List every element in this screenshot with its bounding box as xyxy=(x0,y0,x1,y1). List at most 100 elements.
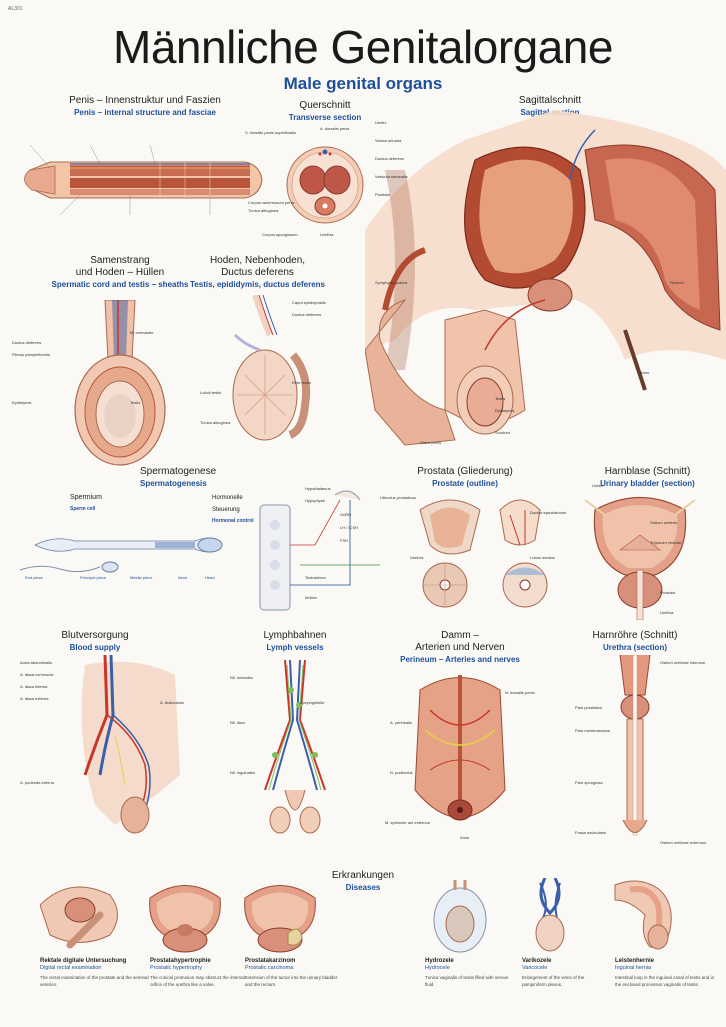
lymph-label-1: Nll. iliaci xyxy=(230,720,245,725)
disease-inguinal-hernia-illustration xyxy=(610,875,690,955)
urethra-label-0: Ostium urethrae internum xyxy=(660,660,706,665)
prostate-label-3: Lobus medius xyxy=(530,555,555,560)
disease-inguinal-hernia-title-en: Inguinal hernia xyxy=(615,965,652,971)
transverse-label-0: V. dorsalis penis superficialis xyxy=(245,130,296,135)
disease-prostatic-carcinoma-title-en: Prostatic carcinoma xyxy=(245,965,294,971)
blood-label-4: A. testicularis xyxy=(160,700,184,705)
lymph-vessels-illustration xyxy=(245,660,345,835)
bladder-label-2: Trigonum vesicae xyxy=(650,540,682,545)
section-lymph-title-en: Lymph vessels xyxy=(266,643,324,652)
transverse-label-4: Urethra xyxy=(320,232,334,237)
disease-inguinal-hernia-caption: Leistenhernie Inguinal hernia Intestinal… xyxy=(615,958,715,988)
section-perineum-title-de-1: Damm – xyxy=(441,630,479,641)
perineum-label-2: N. pudendus xyxy=(390,770,413,775)
section-penis-heading: Penis – Innenstruktur und Faszien Penis … xyxy=(40,95,250,118)
section-hormonal-title-en: Hormonal control xyxy=(212,518,254,524)
blood-label-5: A. pudenda interna xyxy=(20,780,54,785)
hormonal-label-6: Inhibin xyxy=(305,595,317,600)
sperm-label-1: Neck xyxy=(178,575,188,580)
prostate-label-0: Urethra xyxy=(410,555,424,560)
prostate-label-2: Utriculus prostaticus xyxy=(380,495,417,500)
bladder-label-4: Urethra xyxy=(660,610,674,615)
section-perineum-title-en: Perineum – Arteries and nerves xyxy=(400,655,520,664)
section-urethra-title-de: Harnröhre (Schnitt) xyxy=(592,630,678,641)
section-diseases-heading: Erkrankungen Diseases xyxy=(313,870,413,893)
blood-supply-illustration xyxy=(75,655,185,835)
hormonal-control-diagram xyxy=(240,485,410,620)
urethra-illustration xyxy=(615,655,655,840)
sagittal-section-illustration xyxy=(365,110,726,455)
lymph-label-0: Nll. lumbales xyxy=(230,675,253,680)
section-spermatic-cord-heading: Samenstrang und Hoden – Hüllen Spermatic… xyxy=(45,255,195,290)
sperm-label-3: Principal piece xyxy=(80,575,107,580)
section-lymph-heading: Lymphbahnen Lymph vessels xyxy=(240,630,350,653)
disease-varicocele-title-de: Varikozele xyxy=(522,958,552,964)
disease-prostatic-hypertrophy-caption: Prostatahypertrophie Prostatic hypertrop… xyxy=(150,958,250,988)
poster-code: AL301 xyxy=(8,6,23,12)
hormonal-label-5: Testosteron xyxy=(305,575,326,580)
hormonal-label-1: Hypophyse xyxy=(305,498,326,503)
section-blood-title-en: Blood supply xyxy=(69,643,121,652)
section-lymph-title-de: Lymphbahnen xyxy=(263,630,327,641)
section-testis-title-en: Testis, epididymis, ductus deferens xyxy=(190,280,325,289)
sagittal-label-0: Ureter xyxy=(375,120,387,125)
disease-varicocele-description: Enlargement of the veins of the pampinif… xyxy=(522,975,585,987)
disease-prostatic-carcinoma-description: Extension of the tumor into the urinary … xyxy=(245,975,338,987)
disease-rectal-exam-title-de: Rektale digitale Untersuchung xyxy=(40,958,127,964)
transverse-label-5: Corpus spongiosum xyxy=(262,232,298,237)
sagittal-label-10: Epididymis xyxy=(495,408,515,413)
disease-prostatic-hypertrophy-title-en: Prostatic hypertrophy xyxy=(150,965,202,971)
hormonal-label-2: GnRH xyxy=(340,512,352,517)
section-diseases-title-de: Erkrankungen xyxy=(331,870,395,881)
section-testis-title-de-1: Hoden, Nebenhoden, xyxy=(209,255,306,266)
disease-prostatic-carcinoma-illustration xyxy=(240,878,320,953)
urethra-label-2: Pars membranacea xyxy=(575,728,610,733)
spermatic-label-2: M. cremaster xyxy=(130,330,154,335)
perineum-label-1: A. perinealis xyxy=(390,720,413,725)
section-urethra-title-en: Urethra (section) xyxy=(602,643,667,652)
bladder-label-1: Ostium ureteris xyxy=(650,520,678,525)
section-diseases-title-en: Diseases xyxy=(345,883,381,892)
perineum-label-4: Anus xyxy=(460,835,470,840)
lymph-label-2: Nll. inguinales xyxy=(230,770,255,775)
hormonal-label-3: LH / ICSH xyxy=(340,525,359,530)
disease-hydrocele-illustration xyxy=(430,880,490,955)
urinary-bladder-illustration xyxy=(585,490,695,620)
testis-label-4: Rete testis xyxy=(292,380,311,385)
disease-hydrocele-title-en: Hydrocele xyxy=(425,965,450,971)
section-perineum-heading: Damm – Arterien und Nerven Perineum – Ar… xyxy=(400,630,520,665)
section-sperm-title-de: Spermium xyxy=(70,494,102,501)
section-prostate-title-de: Prostata (Gliederung) xyxy=(417,466,513,477)
urethra-label-5: Ostium urethrae externum xyxy=(660,840,707,845)
prostate-label-1: Ductus ejaculatorius xyxy=(530,510,567,515)
section-penis-title-en: Penis – internal structure and fasciae xyxy=(74,108,216,117)
testis-label-2: Lobuli testis xyxy=(200,390,222,395)
disease-prostatic-hypertrophy-title-de: Prostatahypertrophie xyxy=(150,958,211,964)
urethra-label-4: Fossa navicularis xyxy=(575,830,606,835)
urethra-label-3: Pars spongiosa xyxy=(575,780,603,785)
disease-varicocele-caption: Varikozele Varicocele Enlargement of the… xyxy=(522,958,602,988)
testis-label-0: Caput epididymidis xyxy=(292,300,326,305)
testis-label-1: Ductus deferens xyxy=(292,312,322,317)
blood-label-3: A. iliaca externa xyxy=(20,696,49,701)
sperm-cell-illustration xyxy=(15,505,235,585)
disease-rectal-exam-description: The rectal examination of the prostate a… xyxy=(40,975,149,987)
section-spermatogenesis-title-en: Spermatogenesis xyxy=(140,479,207,488)
section-spermatic-cord-title-de-2: und Hoden – Hüllen xyxy=(75,267,165,278)
sagittal-label-8: Scrotum xyxy=(495,430,510,435)
disease-rectal-exam-title-en: Digital rectal examination xyxy=(40,965,102,971)
bladder-label-3: Prostata xyxy=(660,590,675,595)
disease-prostatic-carcinoma-title-de: Prostatakarzinom xyxy=(245,958,296,964)
disease-prostatic-hypertrophy-illustration xyxy=(145,878,225,953)
sagittal-label-7: Glans penis xyxy=(420,440,442,445)
section-transverse-title-en: Transverse section xyxy=(288,113,362,122)
section-sperm-heading: Spermium Sperm cell xyxy=(70,492,130,515)
prostate-outline-illustration xyxy=(410,490,560,615)
disease-hydrocele-title-de: Hydrozele xyxy=(425,958,454,964)
spermatic-label-1: Plexus pampiniformis xyxy=(12,352,51,357)
hormonal-label-0: Hypothalamus xyxy=(305,486,331,491)
page-title: Männliche Genitalorgane xyxy=(113,21,613,73)
sagittal-label-3: Vesicula seminalis xyxy=(375,174,408,179)
transverse-label-3: Tunica albuginea xyxy=(248,208,279,213)
spermatic-label-4: Epididymis xyxy=(12,400,32,405)
